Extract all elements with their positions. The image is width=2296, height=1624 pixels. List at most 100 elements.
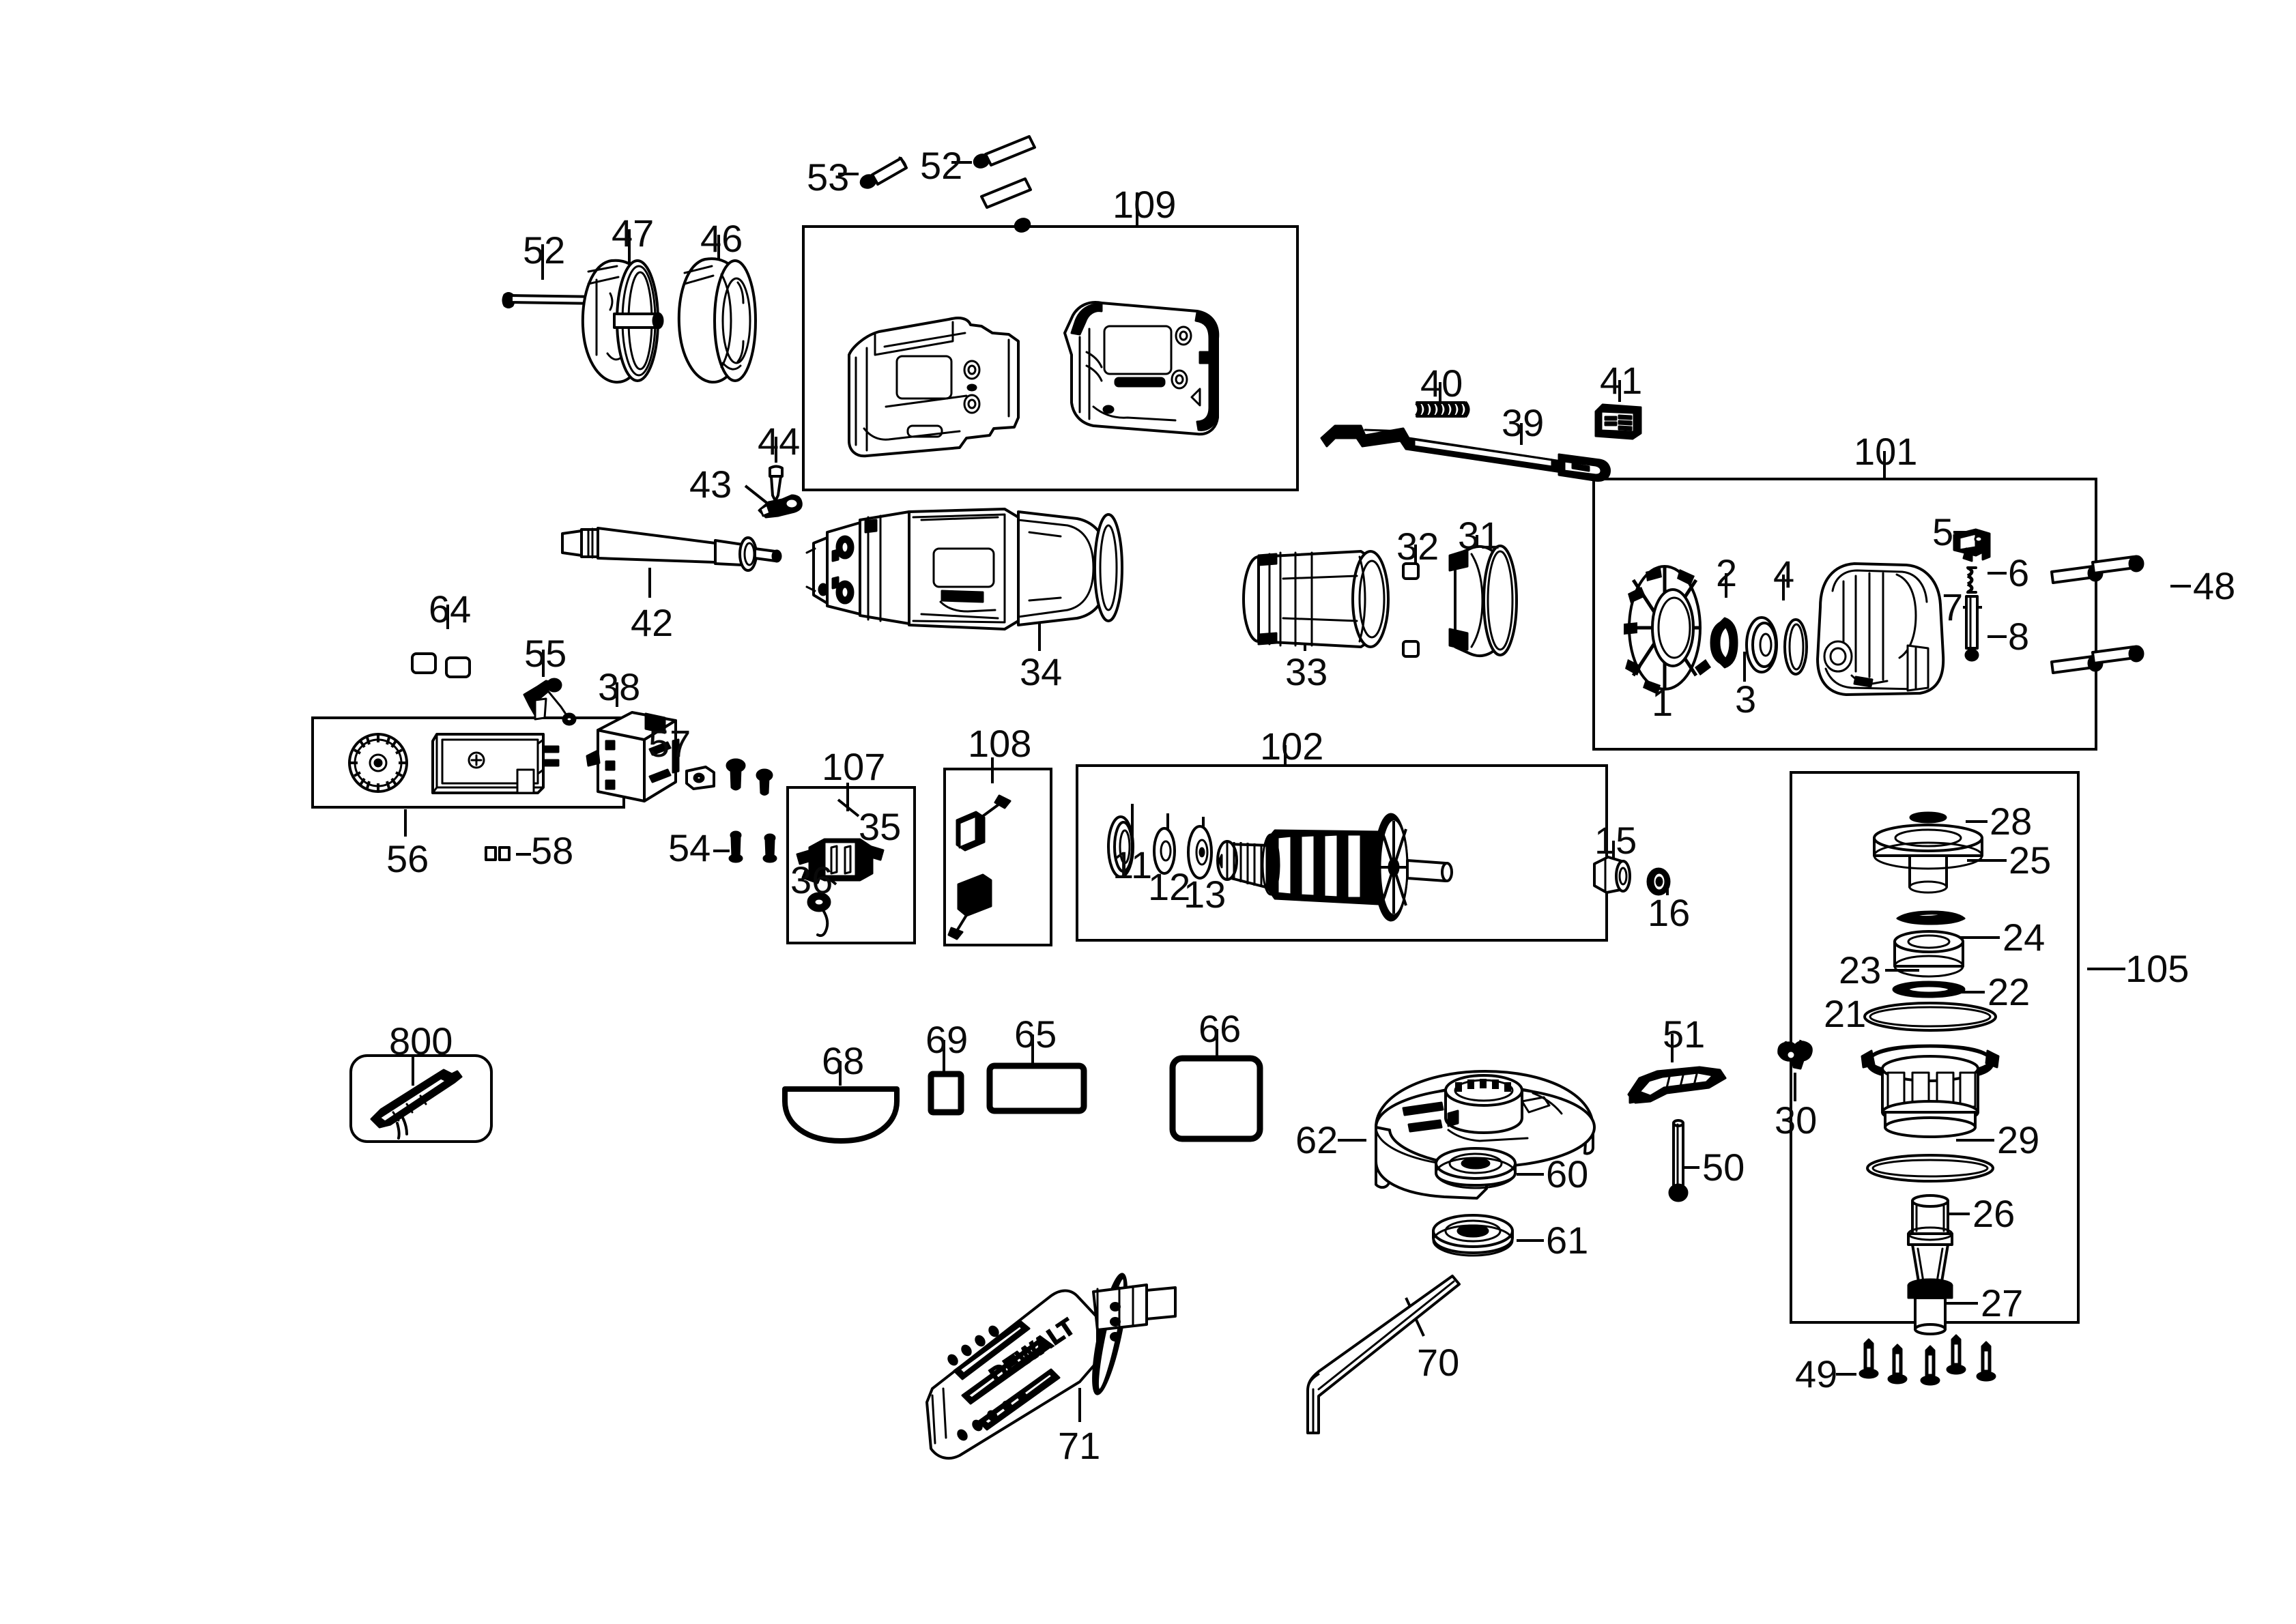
group-box-108 xyxy=(943,768,1052,946)
callout-label-65: 65 xyxy=(1014,1013,1057,1056)
leader-800 xyxy=(412,1057,414,1086)
part-57-switch-plate xyxy=(683,763,721,793)
leader-66 xyxy=(1216,1029,1218,1056)
group-box-107 xyxy=(786,786,916,944)
part-58-terminals xyxy=(483,842,516,864)
part-33-field-stator xyxy=(1227,539,1405,655)
callout-label-27: 27 xyxy=(1981,1281,2024,1324)
callout-label-55: 55 xyxy=(524,632,567,675)
part-61-backing-flange xyxy=(1428,1209,1521,1258)
leader-11 xyxy=(1131,804,1134,843)
leader-26 xyxy=(1930,1213,1970,1215)
part-800-warning-label xyxy=(360,1064,483,1133)
callout-label-30: 30 xyxy=(1775,1099,1818,1142)
part-107-brush-holder-kit xyxy=(793,812,909,942)
part-50-screw xyxy=(1665,1119,1693,1208)
leader-68 xyxy=(839,1061,842,1086)
part-34-field-housing xyxy=(800,505,1196,641)
leader-44 xyxy=(775,437,777,463)
callout-label-48: 48 xyxy=(2193,564,2236,607)
part-108-carbon-brushes xyxy=(951,793,1047,940)
leader-109 xyxy=(1136,192,1138,225)
leader-53 xyxy=(838,173,859,175)
callout-label-21: 21 xyxy=(1824,992,1867,1035)
group-box-109 xyxy=(802,225,1299,491)
leader-62 xyxy=(1338,1139,1366,1142)
leader-61 xyxy=(1517,1239,1544,1242)
part-66-label xyxy=(1168,1054,1264,1143)
callout-label-3: 3 xyxy=(1735,678,1757,721)
leader-48 xyxy=(2170,585,2191,588)
part-53-screw xyxy=(859,151,913,195)
part-43-clip xyxy=(755,487,807,521)
callout-label-61: 61 xyxy=(1546,1219,1589,1262)
callout-label-24: 24 xyxy=(2003,916,2046,959)
part-102-armature xyxy=(1092,781,1597,931)
part-7-plunger xyxy=(1966,596,1977,648)
callout-label-23: 23 xyxy=(1839,948,1882,991)
group-box-102 xyxy=(1076,764,1608,942)
leader-58 xyxy=(516,853,531,856)
callout-label-101: 101 xyxy=(1854,430,1918,473)
part-65-label xyxy=(986,1062,1088,1116)
callout-label-8: 8 xyxy=(2008,615,2030,658)
part-40-spring xyxy=(1411,397,1473,422)
callout-label-29: 29 xyxy=(1997,1118,2040,1161)
leader-39 xyxy=(1520,423,1523,445)
callout-label-7: 7 xyxy=(1942,585,1964,628)
part-48-screws xyxy=(2048,560,2205,716)
part-35-brush-holder xyxy=(797,839,883,883)
leader-27 xyxy=(1942,1302,1978,1305)
callout-label-22: 22 xyxy=(1988,970,2030,1013)
leader-29 xyxy=(1956,1139,1994,1142)
callout-label-50: 50 xyxy=(1702,1146,1745,1189)
part-49-screws xyxy=(1854,1334,2018,1389)
callout-label-12: 12 xyxy=(1148,865,1191,908)
part-62-guard xyxy=(1361,1064,1634,1215)
callout-label-16: 16 xyxy=(1648,891,1691,934)
part-54-screws xyxy=(725,757,807,867)
leader-47 xyxy=(628,229,631,263)
gear-case-body xyxy=(1818,564,1943,695)
leader-108 xyxy=(991,757,994,783)
part-44-rivet xyxy=(763,464,790,506)
callout-label-108: 108 xyxy=(968,722,1032,765)
part-8-ball xyxy=(1966,650,1978,661)
callout-label-64: 64 xyxy=(429,588,472,630)
leader-101 xyxy=(1883,451,1886,478)
callout-label-60: 60 xyxy=(1546,1152,1589,1195)
part-60-flange xyxy=(1431,1143,1523,1191)
part-39-switch-rod xyxy=(1319,409,1639,484)
leader-60 xyxy=(1517,1173,1544,1176)
leader-54 xyxy=(713,850,730,852)
callout-label-5: 5 xyxy=(1932,510,1954,553)
part-6-spring xyxy=(1968,568,1976,592)
part-5-slider xyxy=(1954,530,1990,561)
leader-71 xyxy=(1078,1388,1081,1422)
callout-label-31: 31 xyxy=(1458,514,1501,557)
callout-label-70: 70 xyxy=(1417,1341,1460,1384)
callout-label-38: 38 xyxy=(598,665,641,708)
callout-label-36: 36 xyxy=(790,858,833,901)
leader-46 xyxy=(717,235,720,267)
part-47-gear-case-cover xyxy=(572,252,695,389)
part-32-keys xyxy=(1399,560,1424,669)
part-2-retaining-ring xyxy=(1711,618,1737,667)
leader-52a xyxy=(541,244,544,280)
leader-4 xyxy=(1782,575,1785,600)
leader-6 xyxy=(1988,572,2007,575)
callout-label-54: 54 xyxy=(668,826,711,869)
callout-label-1: 1 xyxy=(1652,681,1674,724)
callout-label-68: 68 xyxy=(822,1039,865,1082)
part-3-bearing xyxy=(1747,618,1777,672)
callout-label-109: 109 xyxy=(1113,183,1177,226)
callout-label-39: 39 xyxy=(1502,401,1545,444)
leader-2 xyxy=(1725,573,1727,598)
callout-label-102: 102 xyxy=(1260,725,1324,768)
callout-label-34: 34 xyxy=(1020,650,1063,693)
callout-label-52a: 52 xyxy=(920,144,963,187)
callout-label-15: 15 xyxy=(1594,819,1637,862)
callout-label-57: 57 xyxy=(648,722,691,765)
leader-3 xyxy=(1743,652,1746,682)
callout-label-53: 53 xyxy=(807,156,850,199)
